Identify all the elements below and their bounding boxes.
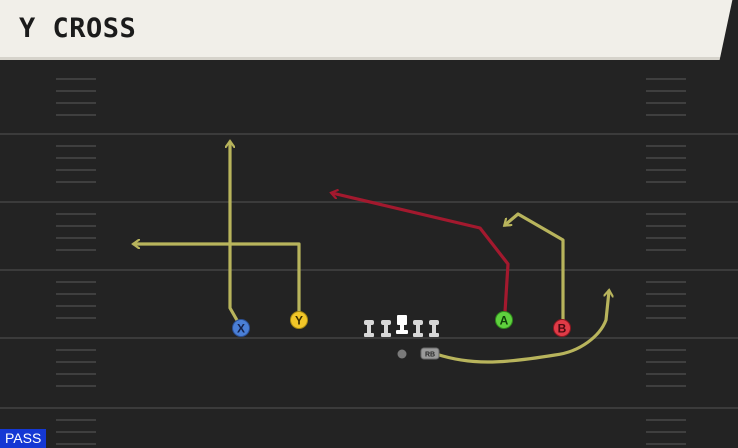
routes <box>134 142 609 364</box>
lineman-icon <box>364 320 374 337</box>
offensive-line <box>364 315 439 337</box>
player-x-label: X <box>237 322 245 336</box>
route-x <box>230 142 240 324</box>
route-rb <box>434 291 609 364</box>
player-rb-label: RB <box>425 352 435 359</box>
lineman-icon <box>381 320 391 337</box>
lineman-icon <box>413 320 423 337</box>
play-type-badge: PASS <box>0 429 47 448</box>
player-y-label: Y <box>295 314 303 328</box>
play-title-bar: Y CROSS <box>0 0 738 60</box>
route-a <box>332 193 510 314</box>
player-b-label: B <box>558 322 567 336</box>
route-b <box>505 212 565 324</box>
center-icon <box>396 315 408 334</box>
lineman-icon <box>429 320 439 337</box>
play-title: Y CROSS <box>19 13 137 44</box>
hash-marks <box>56 78 686 445</box>
playbook-field: X Y A B RB <box>0 78 738 445</box>
player-b: B <box>553 319 571 337</box>
player-a: A <box>495 311 513 329</box>
route-y <box>134 244 301 314</box>
player-y: Y <box>290 311 308 329</box>
yard-lines <box>0 133 738 409</box>
player-rb: RB <box>420 347 440 360</box>
player-x: X <box>232 319 250 337</box>
player-a-label: A <box>500 314 509 328</box>
quarterback-marker <box>397 349 407 359</box>
